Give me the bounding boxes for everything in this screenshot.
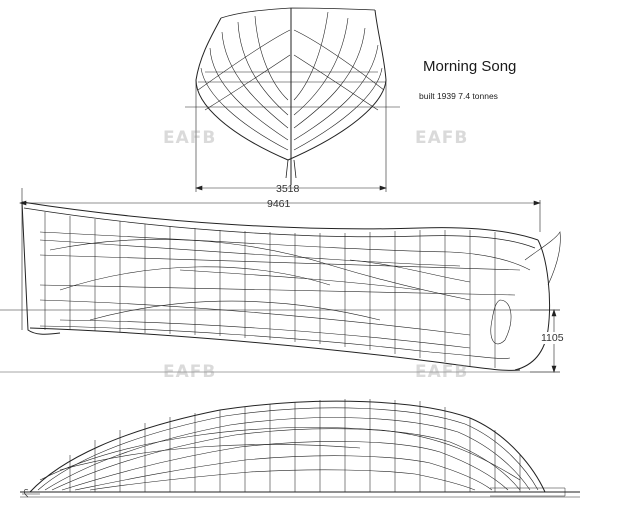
beam-dimension-label: 3518 (276, 183, 300, 195)
length-dimension-label: 9461 (267, 198, 291, 210)
watermark-4: EAFB (415, 362, 469, 382)
drawing-subtitle: built 1939 7.4 tonnes (419, 91, 498, 101)
body-plan (185, 7, 400, 192)
profile-view (0, 188, 561, 373)
watermark-3: EAFB (163, 362, 217, 382)
watermark-2: EAFB (415, 128, 469, 148)
height-dimension-label: 1105 (541, 332, 564, 344)
drawing-title: Morning Song (423, 58, 517, 75)
watermark-1: EAFB (163, 128, 217, 148)
half-breadth-plan (20, 399, 580, 498)
